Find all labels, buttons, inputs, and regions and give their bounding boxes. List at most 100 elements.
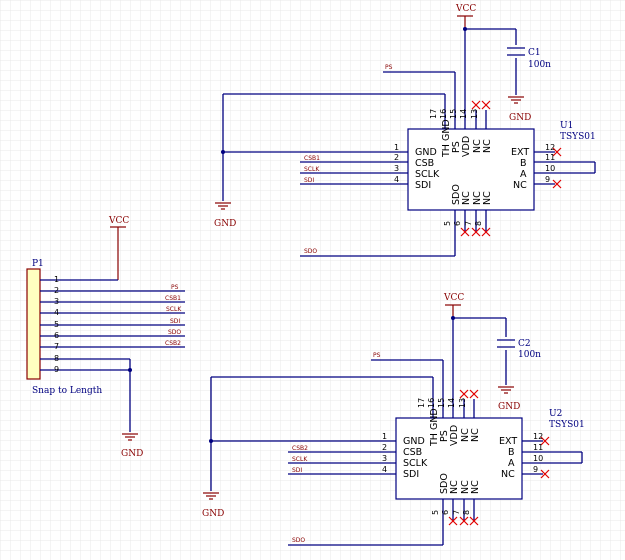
svg-text:15: 15 [449, 109, 458, 119]
p1-ref: P1 [32, 259, 44, 269]
net-label-sdi: SDI [170, 318, 180, 325]
pin-ps: PS [439, 430, 450, 442]
gnd-label: GND [509, 113, 531, 123]
pin-sdi: SDI [403, 469, 419, 480]
pin-nc: NC [461, 191, 472, 205]
svg-text:3: 3 [382, 454, 387, 463]
u1-ref: U1 [560, 121, 573, 131]
gnd-symbol-c1: GND [508, 96, 531, 123]
net-label-ps: PS [171, 284, 179, 291]
p1-connector-body [26, 268, 41, 380]
svg-text:6: 6 [453, 221, 462, 226]
svg-text:17: 17 [429, 109, 438, 119]
vcc-label: VCC [108, 216, 129, 226]
svg-text:9: 9 [545, 175, 550, 184]
gnd-label: GND [498, 402, 520, 412]
pin-th-gnd: TH GND [429, 408, 440, 447]
svg-text:2: 2 [54, 286, 59, 295]
svg-text:11: 11 [533, 443, 543, 452]
junction-dot [451, 316, 455, 320]
c1-ref: C1 [528, 48, 541, 58]
pin-th-gnd: TH GND [441, 119, 452, 158]
pin-nc: NC [460, 428, 471, 442]
gnd-label: GND [202, 509, 224, 519]
svg-text:12: 12 [533, 432, 543, 441]
net-label-csb2: CSB2 [165, 340, 181, 347]
pin-csb: CSB [403, 447, 422, 458]
p1-value: Snap to Length [32, 386, 102, 396]
net-label-sdo: SDO [168, 329, 181, 336]
no-connect-marker [471, 100, 491, 110]
svg-text:13: 13 [458, 398, 467, 408]
pin-ext: EXT [499, 436, 517, 447]
pin-nc: NC [460, 480, 471, 494]
pin-sdo: SDO [439, 473, 450, 494]
pin-sdo: SDO [451, 184, 462, 205]
svg-text:4: 4 [382, 465, 387, 474]
net-label-csb2: CSB2 [292, 445, 308, 452]
net-label-sdi: SDI [304, 177, 314, 184]
pin-nc: NC [482, 139, 493, 153]
svg-text:1: 1 [54, 275, 59, 284]
pin-nc: NC [472, 139, 483, 153]
net-label-ps: PS [373, 352, 381, 359]
svg-text:8: 8 [474, 221, 483, 226]
junction-dot [209, 439, 213, 443]
svg-text:15: 15 [437, 398, 446, 408]
svg-text:8: 8 [462, 510, 471, 515]
svg-text:5: 5 [54, 320, 59, 329]
svg-text:14: 14 [447, 398, 456, 408]
svg-text:9: 9 [54, 365, 59, 374]
svg-text:16: 16 [439, 109, 448, 119]
pin-sclk: SCLK [415, 169, 440, 180]
svg-text:16: 16 [427, 398, 436, 408]
u1-value: TSYS01 [560, 132, 596, 142]
p1-pin-stubs [40, 279, 185, 371]
pin-nc: NC [482, 191, 493, 205]
svg-text:1: 1 [382, 432, 387, 441]
pin-nc: NC [449, 480, 460, 494]
pin-ext: EXT [511, 147, 529, 158]
u1-chip-body [407, 128, 535, 211]
pin-nc: NC [470, 428, 481, 442]
c1-capacitor: C1 100n [507, 47, 551, 70]
gnd-label: GND [214, 219, 236, 229]
no-connect-marker [540, 436, 550, 479]
no-connect-marker [460, 227, 491, 237]
vcc-symbol-u2: VCC [443, 293, 464, 318]
c2-ref: C2 [518, 339, 531, 349]
pin-vdd: VDD [449, 425, 460, 446]
pin-gnd: GND [415, 147, 437, 158]
pin-b: B [520, 158, 527, 169]
pin-vdd: VDD [461, 136, 472, 157]
net-label-csb1: CSB1 [304, 155, 320, 162]
pin-sdi: SDI [415, 180, 431, 191]
svg-text:6: 6 [54, 331, 59, 340]
net-label-csb1: CSB1 [165, 295, 181, 302]
gnd-symbol-p1: GND [121, 433, 143, 459]
gnd-symbol-c2: GND [498, 386, 520, 412]
svg-text:7: 7 [54, 342, 59, 351]
svg-text:14: 14 [459, 109, 468, 119]
u2-ref: U2 [549, 409, 562, 419]
svg-text:3: 3 [394, 164, 399, 173]
gnd-symbol-u2: GND [202, 492, 224, 519]
net-label-sclk: SCLK [304, 166, 320, 173]
u2-chip-body [395, 417, 523, 500]
pin-gnd: GND [403, 436, 425, 447]
svg-text:10: 10 [533, 454, 543, 463]
pin-a: A [520, 169, 527, 180]
svg-text:17: 17 [417, 398, 426, 408]
vcc-label: VCC [455, 4, 476, 14]
vcc-symbol-p1: VCC [108, 216, 129, 280]
u1-sensor-block: VCC C1 100n GND PS [214, 4, 596, 257]
net-label-ps: PS [385, 64, 393, 71]
svg-text:8: 8 [54, 354, 59, 363]
u2-value: TSYS01 [549, 420, 585, 430]
c2-capacitor: C2 100n [497, 339, 541, 360]
pin-sclk: SCLK [403, 458, 428, 469]
gnd-label: GND [121, 449, 143, 459]
vcc-symbol-u1: VCC [455, 4, 476, 29]
net-label-sclk: SCLK [292, 456, 308, 463]
